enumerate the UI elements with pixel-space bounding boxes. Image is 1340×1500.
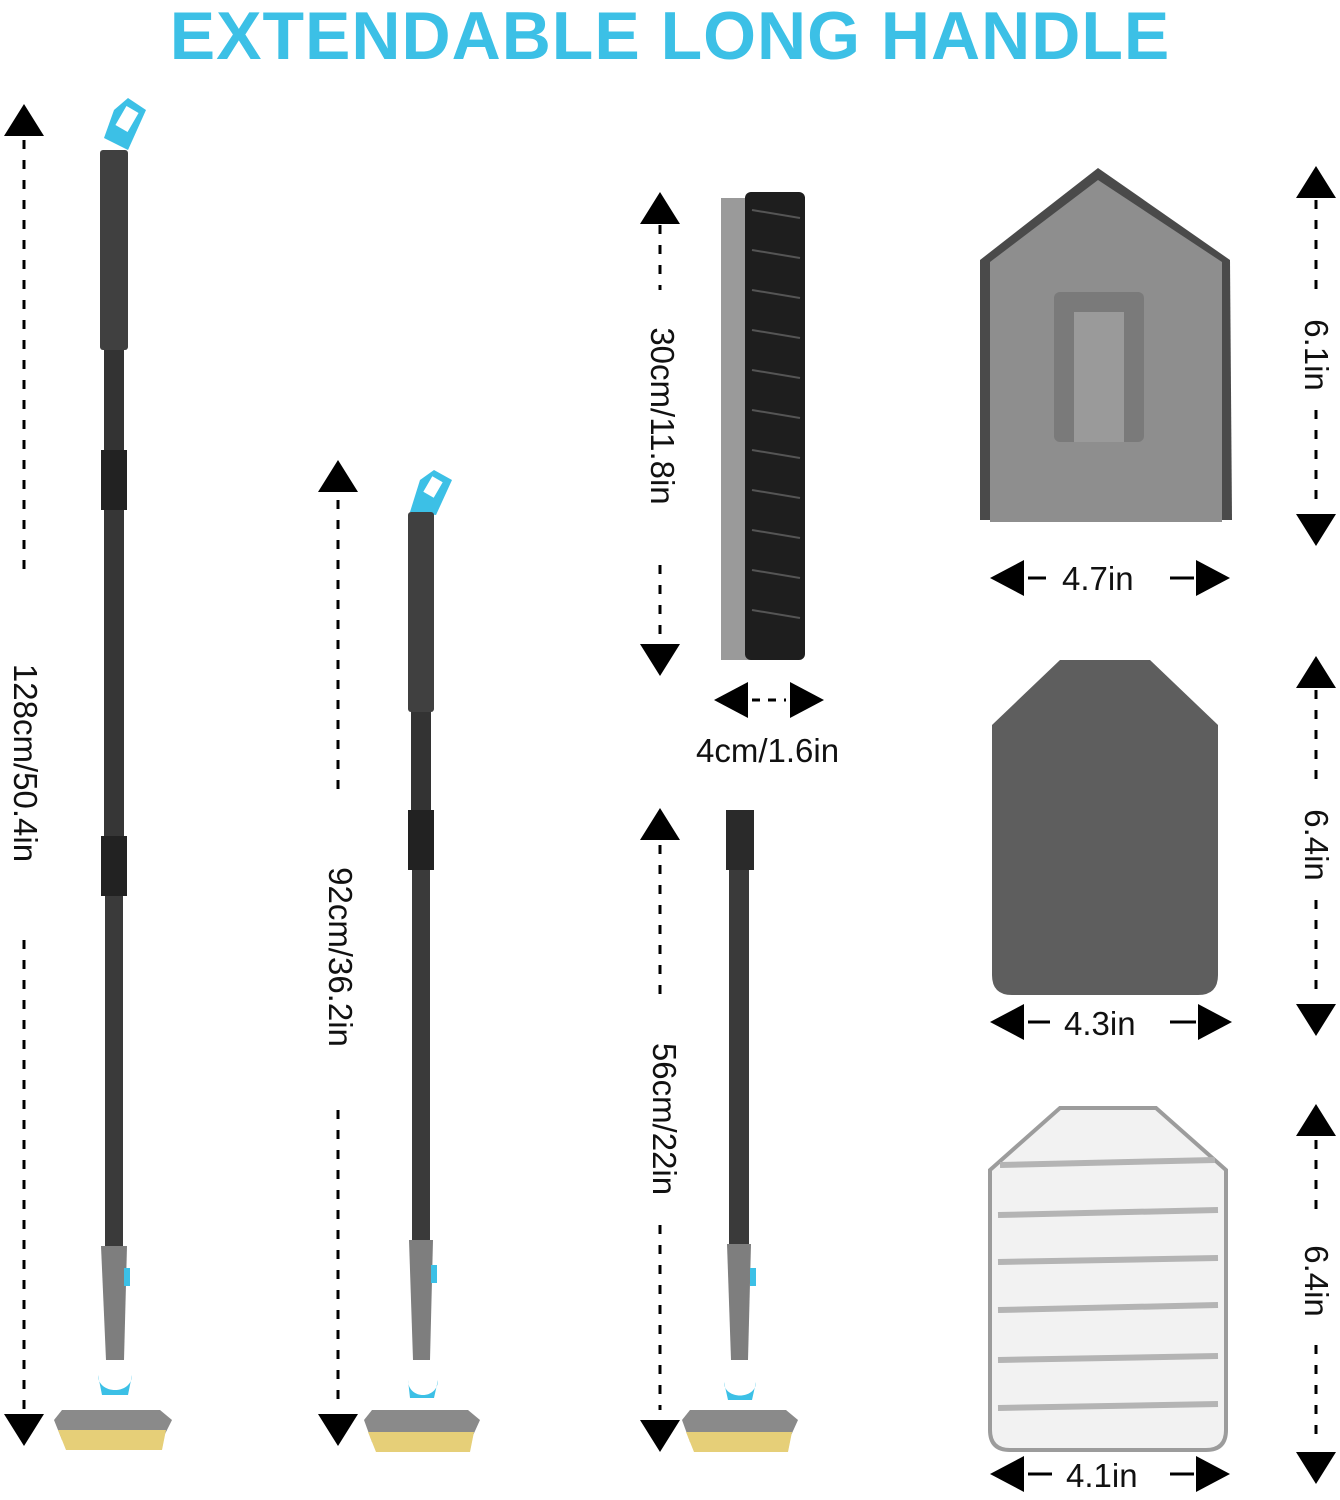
head-3-height-label: 6.4in [1298, 1245, 1335, 1317]
arrow-down-icon [1296, 1004, 1336, 1036]
arrow-down-icon [1296, 1452, 1336, 1484]
scrub-sponge-head [992, 660, 1218, 995]
arrow-up-icon [318, 460, 358, 492]
arrow-up-icon [640, 192, 680, 224]
brush-length-label: 30cm/11.8in [644, 327, 681, 505]
arrow-left-icon [714, 682, 748, 718]
long-handle-mop [54, 98, 172, 1450]
head-1-width-label: 4.7in [1062, 560, 1134, 597]
arrow-down-icon [1296, 514, 1336, 546]
arrow-up-icon [640, 808, 680, 840]
brush-width-label: 4cm/1.6in [696, 732, 840, 769]
page-title: EXTENDABLE LONG HANDLE [169, 0, 1171, 74]
head-1-height-label: 6.1in [1298, 319, 1335, 391]
arrow-up-icon [1296, 166, 1336, 198]
arrow-up-icon [4, 104, 44, 136]
arrow-down-icon [640, 1420, 680, 1452]
long-brush-head [721, 192, 805, 660]
arrow-down-icon [640, 644, 680, 676]
arrow-up-icon [1296, 656, 1336, 688]
head-2-width-label: 4.3in [1064, 1005, 1136, 1042]
dimension-width-head-3 [990, 1456, 1230, 1492]
microfiber-pad-head [988, 1106, 1228, 1452]
arrow-down-icon [318, 1414, 358, 1446]
handle-medium-label: 92cm/36.2in [322, 867, 359, 1047]
handle-short-label: 56cm/22in [646, 1042, 683, 1196]
dimension-width-head-1 [990, 560, 1230, 596]
head-3-width-label: 4.1in [1066, 1457, 1138, 1494]
handle-long-label: 128cm/50.4in [7, 663, 44, 863]
arrow-up-icon [1296, 1104, 1336, 1136]
short-handle-mop [682, 810, 798, 1452]
arrow-right-icon [790, 682, 824, 718]
arrow-down-icon [4, 1414, 44, 1446]
grout-brush-head [980, 168, 1232, 522]
head-2-height-label: 6.4in [1298, 809, 1335, 881]
dimension-width-head-2 [990, 1004, 1232, 1040]
medium-handle-mop [364, 470, 480, 1452]
